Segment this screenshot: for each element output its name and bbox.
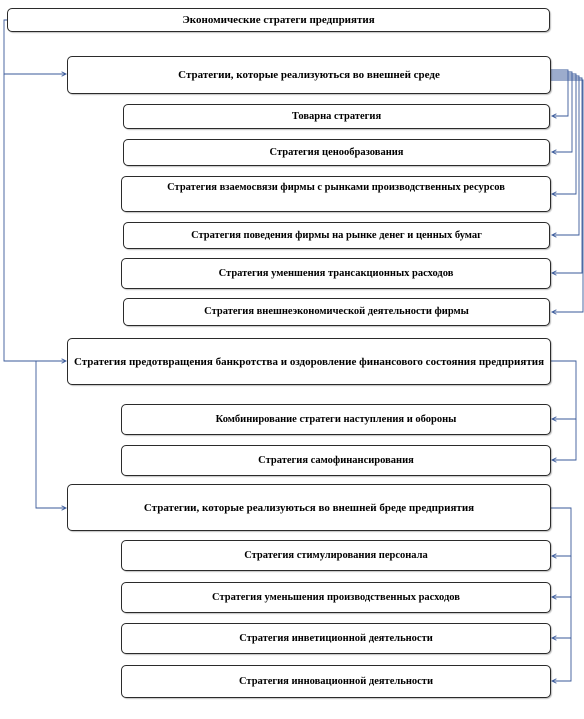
external-item-product-strategy: Товарна стратегия <box>123 104 550 129</box>
external-item-foreign-trade-strategy: Стратегия внешнеэкономической деятельнос… <box>123 298 550 326</box>
connector-external-item-3 <box>551 73 577 194</box>
connector-external-item-1 <box>551 69 569 116</box>
external-item-pricing-strategy: Стратегия ценообразования <box>123 139 550 166</box>
connector-internal-item-3 <box>552 597 572 638</box>
bankruptcy-item-self-financing: Стратегия самофинансирования <box>121 445 551 476</box>
connector-external-item-5 <box>551 77 583 273</box>
group-external-box: Стратегии, которые реализуються во внешн… <box>67 56 551 94</box>
connector-title-to-bankruptcy <box>3 74 66 361</box>
group-internal-box: Стратегии, которые реализуються во внешн… <box>67 484 551 531</box>
connector-title-to-internal <box>35 360 66 508</box>
connector-internal-item-4 <box>552 638 572 681</box>
connector-bankruptcy-item-2 <box>552 419 577 460</box>
internal-item-investment-activity: Стратегия инветиционной деятельности <box>121 623 551 654</box>
connector-internal-item-2 <box>552 556 572 597</box>
connector-bankruptcy-item-1 <box>551 360 577 419</box>
external-item-resource-markets-strategy: Стратегия взаемосвязи фирмы с рынками пр… <box>121 176 551 212</box>
internal-item-production-costs: Стратегия уменьшения производственных ра… <box>121 582 551 613</box>
connector-external-item-2 <box>551 71 573 152</box>
title-box: Экономические стратеги предприятия <box>7 8 550 32</box>
external-item-money-market-strategy: Стратегия поведения фирмы на рынке денег… <box>123 222 550 249</box>
bankruptcy-item-combined-strategy: Комбинирование стратеги наступления и об… <box>121 404 551 435</box>
internal-item-staff-incentives: Стратегия стимулирования персонала <box>121 540 551 571</box>
connector-external-item-6 <box>551 79 584 312</box>
internal-item-innovation-activity: Стратегия инновационной деятельности <box>121 665 551 698</box>
group-bankruptcy-box: Стратегия предотвращения банкротства и о… <box>67 338 551 385</box>
connector-internal-item-1 <box>551 507 572 556</box>
external-item-transaction-costs-strategy: Стратегия уменшения трансакционных расхо… <box>121 258 551 289</box>
connector-external-item-4 <box>551 75 580 235</box>
connector-title-to-external <box>3 19 66 74</box>
